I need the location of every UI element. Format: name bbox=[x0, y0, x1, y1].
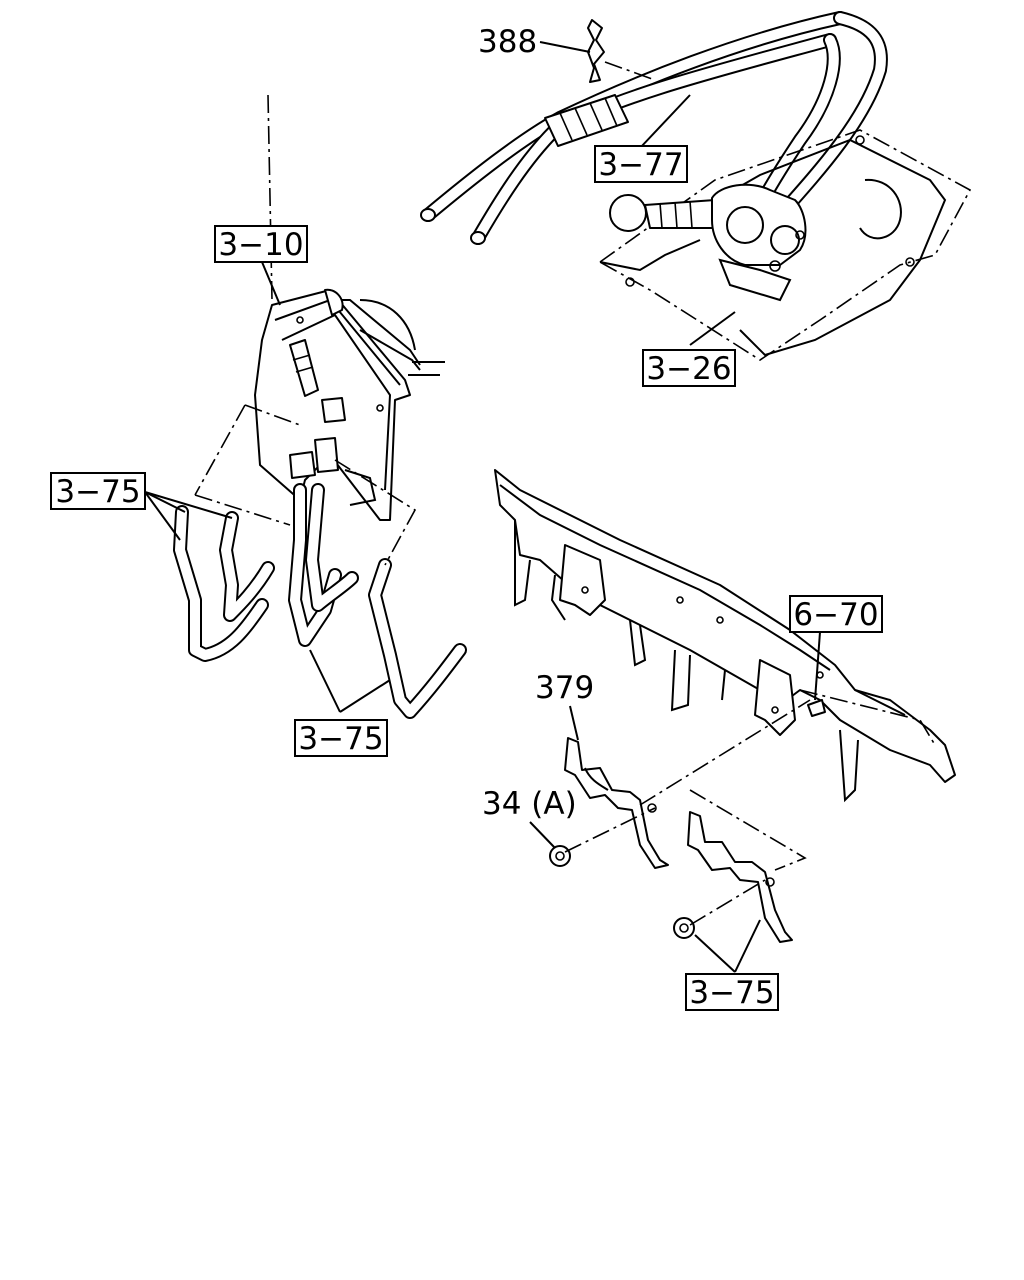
pedal-bracket-drawing bbox=[254, 288, 445, 521]
callout-3-26: 3−26 bbox=[642, 349, 736, 387]
callout-3-75-left-text: 3−75 bbox=[55, 474, 140, 510]
callout-3-10: 3−10 bbox=[214, 225, 308, 263]
callout-6-70: 6−70 bbox=[789, 595, 883, 633]
callout-3-75-mid: 3−75 bbox=[294, 719, 388, 757]
callout-3-75-left: 3−75 bbox=[50, 472, 146, 510]
callout-3-75-bottom-text: 3−75 bbox=[689, 975, 774, 1011]
frame-crossmember-drawing bbox=[494, 469, 956, 803]
leader-lines bbox=[144, 41, 821, 973]
callout-3-26-text: 3−26 bbox=[646, 351, 731, 387]
callout-3-10-text: 3−10 bbox=[218, 227, 303, 263]
callout-34a: 34 (A) bbox=[482, 786, 577, 822]
flange-nut-lower bbox=[673, 917, 695, 939]
hose-sleeve bbox=[544, 94, 629, 147]
callout-3-77-text: 3−77 bbox=[598, 147, 683, 183]
callout-379: 379 bbox=[535, 670, 594, 706]
pipe-clip-lower bbox=[687, 811, 793, 943]
callout-3-75-mid-text: 3−75 bbox=[298, 721, 383, 757]
brake-valve bbox=[609, 183, 807, 302]
callout-388: 388 bbox=[478, 24, 537, 60]
pipe-clip-379 bbox=[564, 737, 669, 869]
callout-3-77: 3−77 bbox=[594, 145, 688, 183]
hose-clip-388 bbox=[587, 19, 605, 83]
brake-pipes-left bbox=[173, 483, 467, 719]
hose-assembly-drawing bbox=[420, 11, 972, 361]
callout-3-75-bottom: 3−75 bbox=[685, 973, 779, 1011]
flange-nut-34a bbox=[549, 845, 571, 867]
callout-6-70-text: 6−70 bbox=[793, 597, 878, 633]
